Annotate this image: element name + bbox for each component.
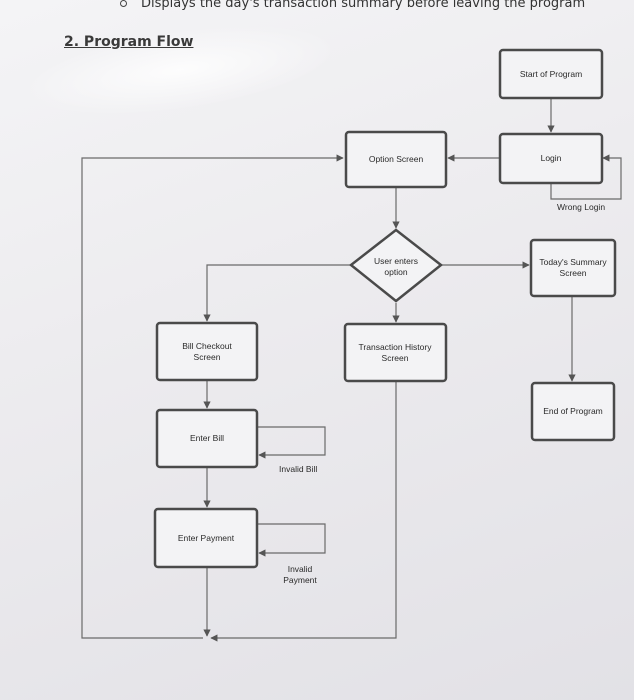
enter-payment-label: Enter Payment (178, 533, 235, 543)
node-login-label: Login (541, 153, 562, 163)
node-end-of-program: End of Program (530, 381, 616, 442)
label-invalid-bill: Invalid Bill (279, 464, 317, 474)
label-invalid-payment-line2: Payment (283, 575, 317, 585)
node-start-label: Start of Program (520, 69, 582, 79)
summary-label-line2: Screen (560, 268, 587, 278)
bullet-point: Displays the day's transaction summary b… (120, 0, 585, 11)
node-option-screen: Option Screen (344, 130, 448, 189)
node-bill-checkout-screen: Bill Checkout Screen (155, 321, 259, 382)
node-user-enters-option-decision: User enters option (348, 228, 444, 303)
history-label-line1: Transaction History (359, 342, 433, 352)
section-title: 2. Program Flow (64, 34, 194, 50)
summary-label-line1: Today's Summary (539, 257, 607, 267)
node-todays-summary-screen: Today's Summary Screen (529, 238, 617, 298)
edge-wrong-login-loop (550, 154, 622, 200)
node-enter-bill: Enter Bill (155, 408, 259, 469)
node-transaction-history-screen: Transaction History Screen (343, 322, 448, 383)
end-label: End of Program (543, 406, 603, 416)
bullet-text: Displays the day's transaction summary b… (141, 0, 586, 11)
bullet-circle-icon (120, 0, 127, 7)
bill-checkout-label-line1: Bill Checkout (182, 341, 232, 351)
node-login: Login (498, 132, 604, 185)
bill-checkout-label-line2: Screen (194, 352, 221, 362)
node-enter-payment: Enter Payment (153, 507, 259, 569)
label-wrong-login: Wrong Login (557, 202, 605, 212)
decision-label-line1: User enters (374, 256, 418, 266)
decision-label-line2: option (384, 267, 407, 277)
node-start-of-program: Start of Program (498, 48, 604, 100)
edge-history-to-junction (210, 382, 397, 642)
edge-invalid-payment-loop (257, 523, 326, 557)
history-label-line2: Screen (382, 353, 409, 363)
edge-decision-to-bill-checkout (203, 264, 351, 322)
edge-invalid-bill-loop (257, 426, 326, 459)
label-invalid-payment-line1: Invalid (288, 564, 313, 574)
node-option-label: Option Screen (369, 154, 424, 164)
enter-bill-label: Enter Bill (190, 433, 224, 443)
edge-return-to-option (81, 154, 344, 639)
